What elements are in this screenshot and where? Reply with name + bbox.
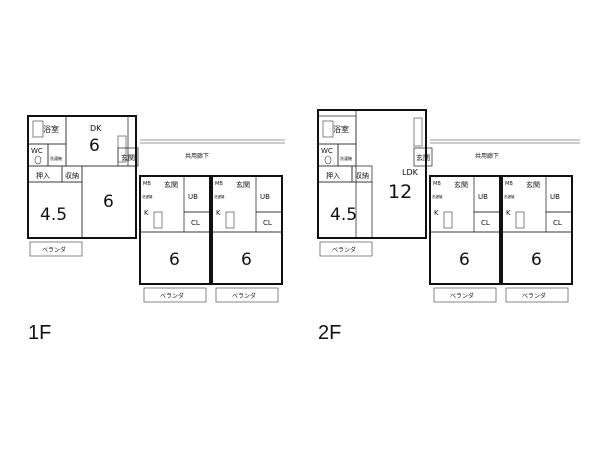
mb-label: MB [215, 181, 223, 187]
laundry-area [337, 143, 357, 167]
room1-size: 4.5 [40, 205, 67, 225]
ub-label: UB [478, 193, 488, 201]
ub-label: UB [260, 193, 270, 201]
cl-label: CL [481, 219, 490, 227]
oshiire-label: 押入 [326, 171, 340, 180]
main-unit-outline [27, 115, 137, 239]
main-unit-outline [317, 109, 427, 239]
laundry-label: 洗濯機 [504, 194, 515, 199]
veranda [505, 287, 569, 303]
mb-label: MB [143, 181, 151, 187]
dk-label: DK [90, 124, 102, 133]
laundry-area [47, 143, 67, 167]
kitchen-label: K [144, 209, 149, 217]
veranda-label: ベランダ [522, 292, 546, 300]
main-unit-2f: 浴室 WC 洗濯機 押入 収納 4.5 LDK 12 玄関 ベランダ [317, 109, 433, 257]
genkan-label: 玄関 [164, 180, 178, 189]
genkan-label: 玄関 [236, 180, 250, 189]
room-size: 6 [169, 250, 180, 270]
room1-size: 4.5 [330, 205, 357, 225]
kitchen-label: K [216, 209, 221, 217]
main-unit-1f: 浴室 WC 洗濯機 DK 6 玄関 押入 収納 4.5 6 ベランダ [27, 115, 139, 257]
genkan-label: 玄関 [416, 153, 430, 162]
studio-unit-b-2f: MB 洗濯機 玄関 K UB CL 6 ベランダ [501, 175, 573, 303]
storage-label: 収納 [355, 171, 369, 180]
sink-icon [225, 211, 235, 229]
mb-label: MB [505, 181, 513, 187]
veranda-main-label: ベランダ [42, 246, 66, 254]
room-size: 6 [241, 250, 252, 270]
veranda-label: ベランダ [232, 292, 256, 300]
studio-outline [429, 175, 501, 285]
genkan-label: 玄関 [526, 180, 540, 189]
wc-label: WC [31, 147, 43, 155]
sink-icon [443, 211, 453, 229]
ldk-label: LDK [402, 168, 419, 177]
bathtub-icon [32, 120, 44, 138]
studio-outline [501, 175, 573, 285]
hallway-label: 共用廊下 [185, 152, 209, 160]
hallway-label: 共用廊下 [475, 152, 499, 160]
cl-label: CL [191, 219, 200, 227]
genkan-area [413, 147, 433, 167]
veranda-main-label: ベランダ [332, 246, 356, 254]
storage-label: 収納 [65, 171, 79, 180]
laundry-label: 洗濯機 [142, 194, 153, 199]
ub-label: UB [188, 193, 198, 201]
bathtub-icon [322, 120, 334, 138]
floor-2f: 共用廊下 浴室 WC 洗濯機 押入 収納 4.5 LDK 12 玄関 [317, 109, 580, 303]
kitchen-counter-icon [413, 117, 423, 147]
floor-label-2f: 2F [318, 322, 342, 344]
floor-label-1f: 1F [28, 322, 52, 344]
bath-label: 浴室 [333, 124, 349, 134]
genkan-label: 玄関 [121, 153, 135, 162]
cl-label: CL [553, 219, 562, 227]
oshiire-label: 押入 [36, 171, 50, 180]
room2-size: 6 [103, 192, 114, 212]
studio-unit-a-2f: MB 洗濯機 玄関 K UB CL 6 ベランダ [429, 175, 501, 303]
toilet-icon [324, 155, 332, 165]
studio-outline [211, 175, 283, 285]
genkan-label: 玄関 [454, 180, 468, 189]
kitchen-label: K [434, 209, 439, 217]
cl-label: CL [263, 219, 272, 227]
veranda [433, 287, 497, 303]
laundry-label: 洗濯機 [340, 155, 352, 161]
veranda-label: ベランダ [450, 292, 474, 300]
laundry-label: 洗濯機 [50, 155, 62, 161]
veranda-main [29, 241, 83, 257]
bath-label: 浴室 [43, 124, 59, 134]
ub-label: UB [550, 193, 560, 201]
laundry-label: 洗濯機 [214, 194, 225, 199]
sink-icon [515, 211, 525, 229]
room-size: 6 [531, 250, 542, 270]
kitchen-label: K [506, 209, 511, 217]
floor-1f: 共用廊下 浴室 WC 洗濯機 DK 6 玄関 押入 収納 4.5 6 [27, 115, 285, 303]
veranda-label: ベランダ [160, 292, 184, 300]
veranda-main [319, 241, 373, 257]
sink-icon [153, 211, 163, 229]
ldk-size: 12 [388, 181, 412, 203]
veranda [143, 287, 207, 303]
studio-unit-a-1f: MB 洗濯機 玄関 K UB CL 6 ベランダ [139, 175, 211, 303]
studio-outline [139, 175, 211, 285]
room-size: 6 [459, 250, 470, 270]
laundry-label: 洗濯機 [432, 194, 443, 199]
mb-label: MB [433, 181, 441, 187]
veranda [215, 287, 279, 303]
toilet-icon [34, 155, 42, 165]
dk-size: 6 [89, 136, 100, 156]
wc-label: WC [321, 147, 333, 155]
studio-unit-b-1f: MB 洗濯機 玄関 K UB CL 6 ベランダ [211, 175, 283, 303]
